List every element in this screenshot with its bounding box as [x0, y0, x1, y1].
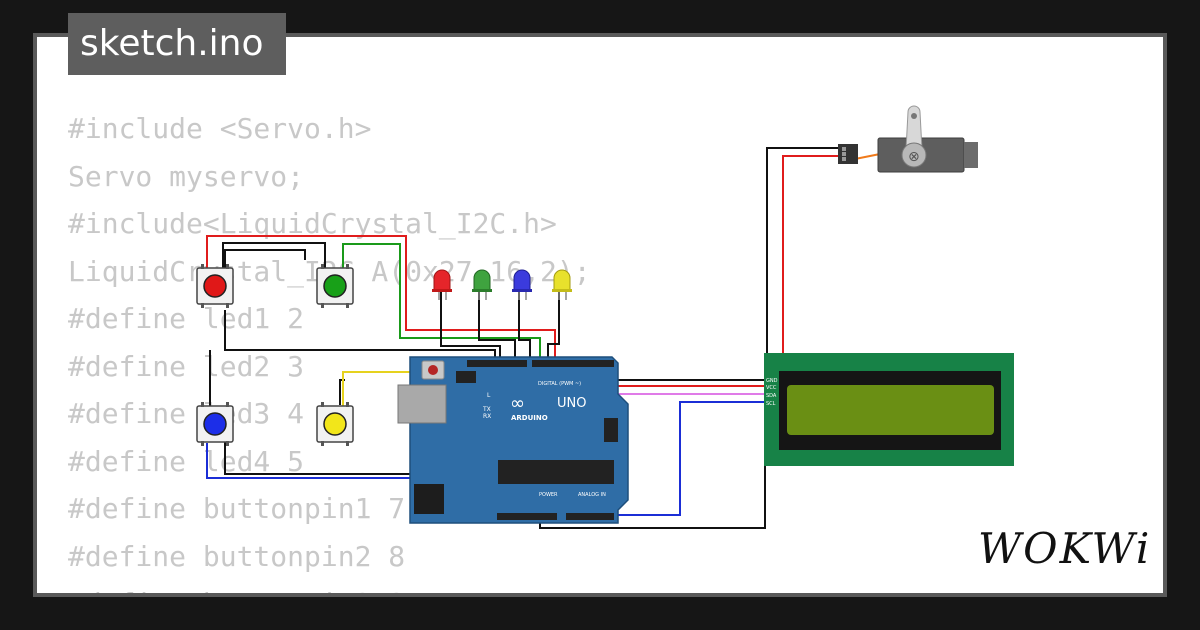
- button-cap: [323, 412, 347, 436]
- servo-hub-icon: ⊗: [908, 149, 920, 165]
- led-label-rx: RX: [483, 413, 491, 420]
- wire-black: [478, 292, 516, 362]
- lcd-pin-scl: SCL: [766, 401, 776, 407]
- code-line: #define led1 2: [68, 302, 305, 335]
- wire-black: [440, 292, 501, 362]
- code-line: #define buttonpin2 8: [68, 539, 406, 573]
- button-blue[interactable]: [196, 402, 234, 446]
- file-tab[interactable]: sketch.ino: [68, 13, 286, 75]
- code-line: Servo myservo;: [68, 159, 305, 193]
- wire-black: [766, 147, 840, 381]
- lcd-pin-gnd: GND: [766, 378, 778, 384]
- usb-port: [397, 384, 447, 424]
- arduino-uno[interactable]: UNO ARDUINO ∞ DIGITAL (PWM ~) POWER ANAL…: [397, 356, 629, 524]
- lcd-display[interactable]: GND VCC SDA SCL: [764, 353, 1014, 466]
- code-line: #include <Servo.h>: [68, 112, 372, 145]
- led-red[interactable]: [432, 269, 452, 300]
- wire-black: [224, 249, 306, 282]
- lcd-pin-sda: SDA: [766, 393, 777, 399]
- button-cap: [203, 274, 227, 298]
- button-cap: [323, 274, 347, 298]
- led-yellow[interactable]: [552, 269, 572, 300]
- board-model: UNO: [557, 396, 586, 411]
- wire-green: [342, 243, 541, 360]
- power-jack: [414, 484, 444, 514]
- mcu-chip: [498, 460, 614, 484]
- led-label-l: L: [487, 392, 491, 399]
- wire-red: [206, 235, 556, 360]
- board-brand: ARDUINO: [511, 414, 548, 422]
- wokwi-logo: WOKWi: [978, 524, 1152, 573]
- led-green[interactable]: [472, 269, 492, 300]
- power-label: POWER: [539, 492, 558, 498]
- wire-black: [224, 310, 496, 360]
- wire-black: [547, 292, 560, 362]
- digital-label: DIGITAL (PWM ~): [538, 381, 581, 387]
- code-line: #define led4 5: [68, 444, 305, 478]
- code-line: #define buttonpin3 9: [68, 580, 591, 593]
- led-label-tx: TX: [482, 406, 491, 413]
- code-line: #define buttonpin1 7: [68, 492, 406, 525]
- infinity-logo: ∞: [510, 393, 525, 414]
- code-line: #include<LiquidCrystal_I2C.h>: [68, 207, 557, 240]
- button-red[interactable]: [196, 264, 234, 308]
- lcd-pin-vcc: VCC: [766, 385, 777, 391]
- wire-red: [782, 155, 840, 380]
- servo-motor[interactable]: ⊗: [838, 105, 978, 173]
- servo-horn: [905, 105, 923, 151]
- code-line: #define led2 3: [68, 349, 305, 383]
- led-blue[interactable]: [512, 269, 532, 300]
- wire-black: [222, 242, 326, 285]
- button-yellow[interactable]: [316, 402, 354, 446]
- button-cap: [203, 412, 227, 436]
- button-green[interactable]: [316, 264, 354, 308]
- wire-blue: [610, 401, 770, 516]
- analog-label: ANALOG IN: [578, 492, 606, 498]
- lcd-screen: [787, 385, 994, 435]
- wire-black: [518, 292, 531, 362]
